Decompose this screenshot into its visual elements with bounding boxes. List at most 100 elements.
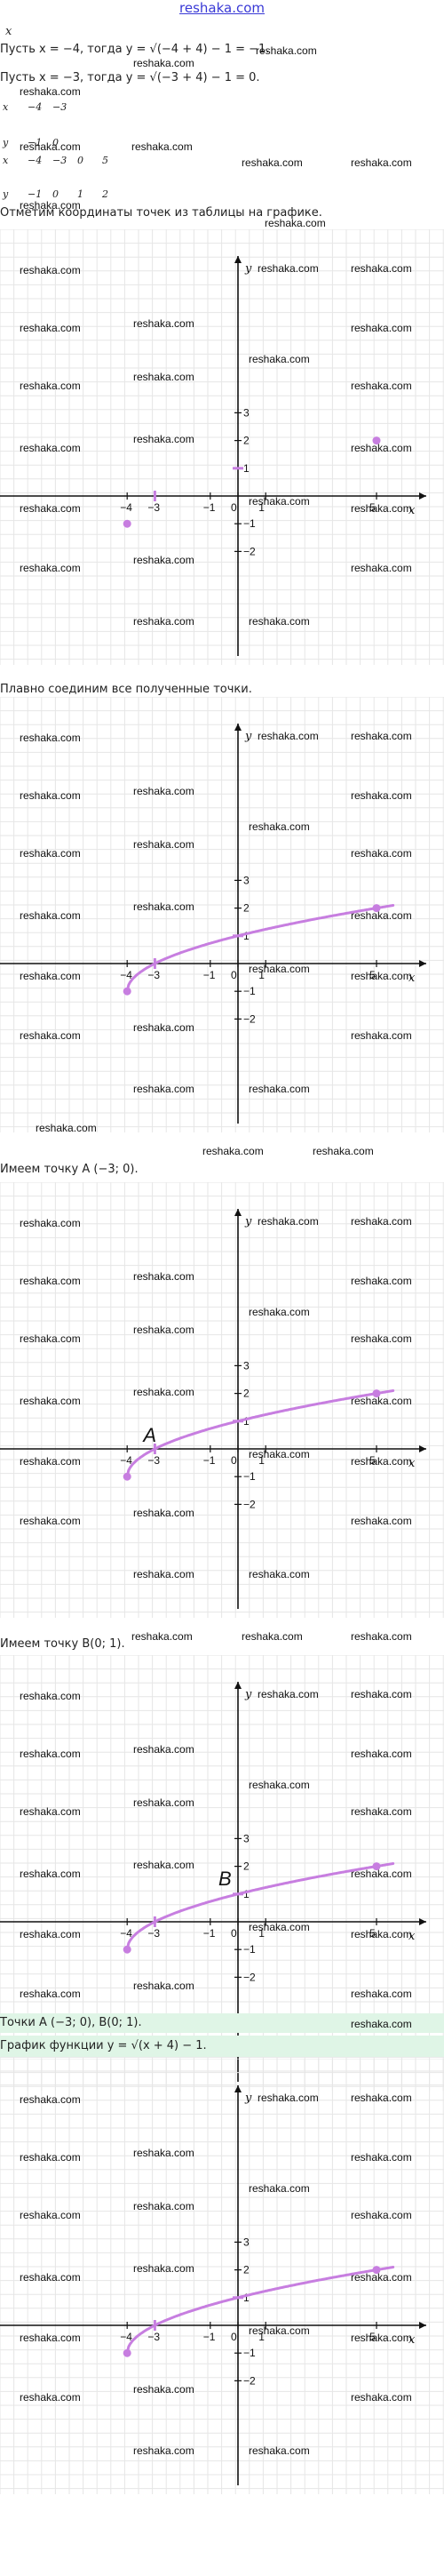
watermark: reshaka.com <box>133 1507 194 1519</box>
watermark: reshaka.com <box>133 615 194 628</box>
point-b-label: B <box>218 1868 232 1890</box>
x-tick-label: 5 <box>369 2331 376 2343</box>
table-cell: −3 <box>52 154 67 166</box>
y-tick-label: −1 <box>243 985 256 997</box>
watermark: reshaka.com <box>249 2324 310 2337</box>
y-tick-label: −2 <box>243 1971 256 1983</box>
table-cell: 0 <box>52 188 59 200</box>
watermark: reshaka.com <box>351 2018 412 2030</box>
table-header-x: x <box>3 100 9 113</box>
y-axis-label: y <box>244 730 252 743</box>
y-tick-label: 2 <box>243 435 250 447</box>
table-cell: −4 <box>28 100 43 113</box>
table-row: y −1 0 <box>0 133 75 151</box>
function-curve <box>125 2266 395 2355</box>
watermark: reshaka.com <box>20 1515 81 1527</box>
y-tick-label: −1 <box>243 1943 256 1956</box>
watermark: reshaka.com <box>133 1568 194 1580</box>
table-row: x −4 −3 <box>0 98 75 116</box>
watermark: reshaka.com <box>258 262 319 275</box>
watermark: reshaka.com <box>133 1324 194 1336</box>
watermark: reshaka.com <box>351 789 412 802</box>
watermark: reshaka.com <box>133 1859 194 1871</box>
y-tick-label: 3 <box>243 1359 250 1372</box>
y-axis-label: y <box>244 1215 252 1228</box>
x-axis-arrow-icon <box>419 1918 426 1925</box>
table-header-x: x <box>3 154 9 166</box>
watermark: reshaka.com <box>351 322 412 334</box>
data-point <box>372 2266 381 2275</box>
watermark: reshaka.com <box>351 1332 412 1345</box>
x-axis-label: x <box>408 2333 416 2347</box>
data-point <box>372 1862 381 1871</box>
x-tick-label: 0 <box>231 2331 237 2343</box>
y-axis-label: y <box>244 1688 252 1701</box>
table-row: x −4 −3 0 5 <box>0 151 124 169</box>
y-tick-label: 1 <box>243 462 250 475</box>
watermark: reshaka.com <box>133 554 194 566</box>
x-axis-label: x <box>408 972 416 985</box>
watermark: reshaka.com <box>351 2092 412 2104</box>
x-tick-label: −4 <box>120 969 132 981</box>
watermark: reshaka.com <box>351 1928 412 1940</box>
x-axis-label: x <box>408 1930 416 1943</box>
watermark: reshaka.com <box>351 1029 412 1042</box>
y-axis-arrow-icon <box>234 2085 242 2092</box>
x-axis-label: x <box>408 1457 416 1470</box>
x-tick-label: 0 <box>231 969 237 981</box>
x-axis-arrow-icon <box>419 2322 426 2329</box>
point-a-text: Имеем точку A (−3; 0). <box>0 1163 139 1176</box>
watermark: reshaka.com <box>351 1988 412 2000</box>
watermark: reshaka.com <box>351 562 412 574</box>
table-cell: −4 <box>28 154 43 166</box>
y-tick-label: 1 <box>243 2292 250 2304</box>
x-tick-label: −1 <box>203 969 216 981</box>
summary-highlight-2 <box>0 2036 444 2057</box>
watermark: reshaka.com <box>20 1805 81 1818</box>
watermark: reshaka.com <box>351 502 412 515</box>
watermark: reshaka.com <box>133 371 194 383</box>
values-table-2: x −4 −3 0 5 y −1 0 1 2 <box>0 151 124 203</box>
x-tick-label: 5 <box>369 969 376 981</box>
table-cell: −3 <box>52 100 67 113</box>
watermark: reshaka.com <box>249 820 310 833</box>
watermark: reshaka.com <box>20 909 81 922</box>
watermark: reshaka.com <box>249 1921 310 1933</box>
watermark: reshaka.com <box>133 433 194 445</box>
x-tick-label: 1 <box>258 969 265 981</box>
x-axis-arrow-icon <box>419 960 426 967</box>
y-axis-label: y <box>244 2092 252 2105</box>
watermark: reshaka.com <box>351 442 412 454</box>
x-tick-label: 5 <box>369 1927 376 1940</box>
x-tick-label: −1 <box>203 2331 216 2343</box>
watermark: reshaka.com <box>20 1748 81 1760</box>
data-point <box>123 519 131 528</box>
data-point <box>123 987 131 996</box>
watermark: reshaka.com <box>351 1215 412 1228</box>
watermark: reshaka.com <box>133 785 194 797</box>
grid <box>0 2059 444 2494</box>
watermark: reshaka.com <box>20 970 81 982</box>
function-curve <box>125 1389 395 1478</box>
watermark: reshaka.com <box>351 2391 412 2404</box>
data-point <box>123 1472 131 1481</box>
watermark: reshaka.com <box>249 2444 310 2457</box>
watermark: reshaka.com <box>351 2151 412 2164</box>
watermark: reshaka.com <box>133 1083 194 1095</box>
y-tick-label: 1 <box>243 1888 250 1900</box>
x-tick-label: 1 <box>258 2331 265 2343</box>
watermark: reshaka.com <box>20 442 81 454</box>
y-axis-label: y <box>244 262 252 276</box>
site-title[interactable]: reshaka.com <box>179 0 265 16</box>
y-axis-arrow-icon <box>234 256 242 263</box>
x-tick-label: −3 <box>147 2331 160 2343</box>
watermark: reshaka.com <box>133 1270 194 1283</box>
watermark: reshaka.com <box>20 1455 81 1468</box>
watermark: reshaka.com <box>313 1145 374 1157</box>
watermark: reshaka.com <box>351 380 412 392</box>
watermark: reshaka.com <box>133 2147 194 2159</box>
